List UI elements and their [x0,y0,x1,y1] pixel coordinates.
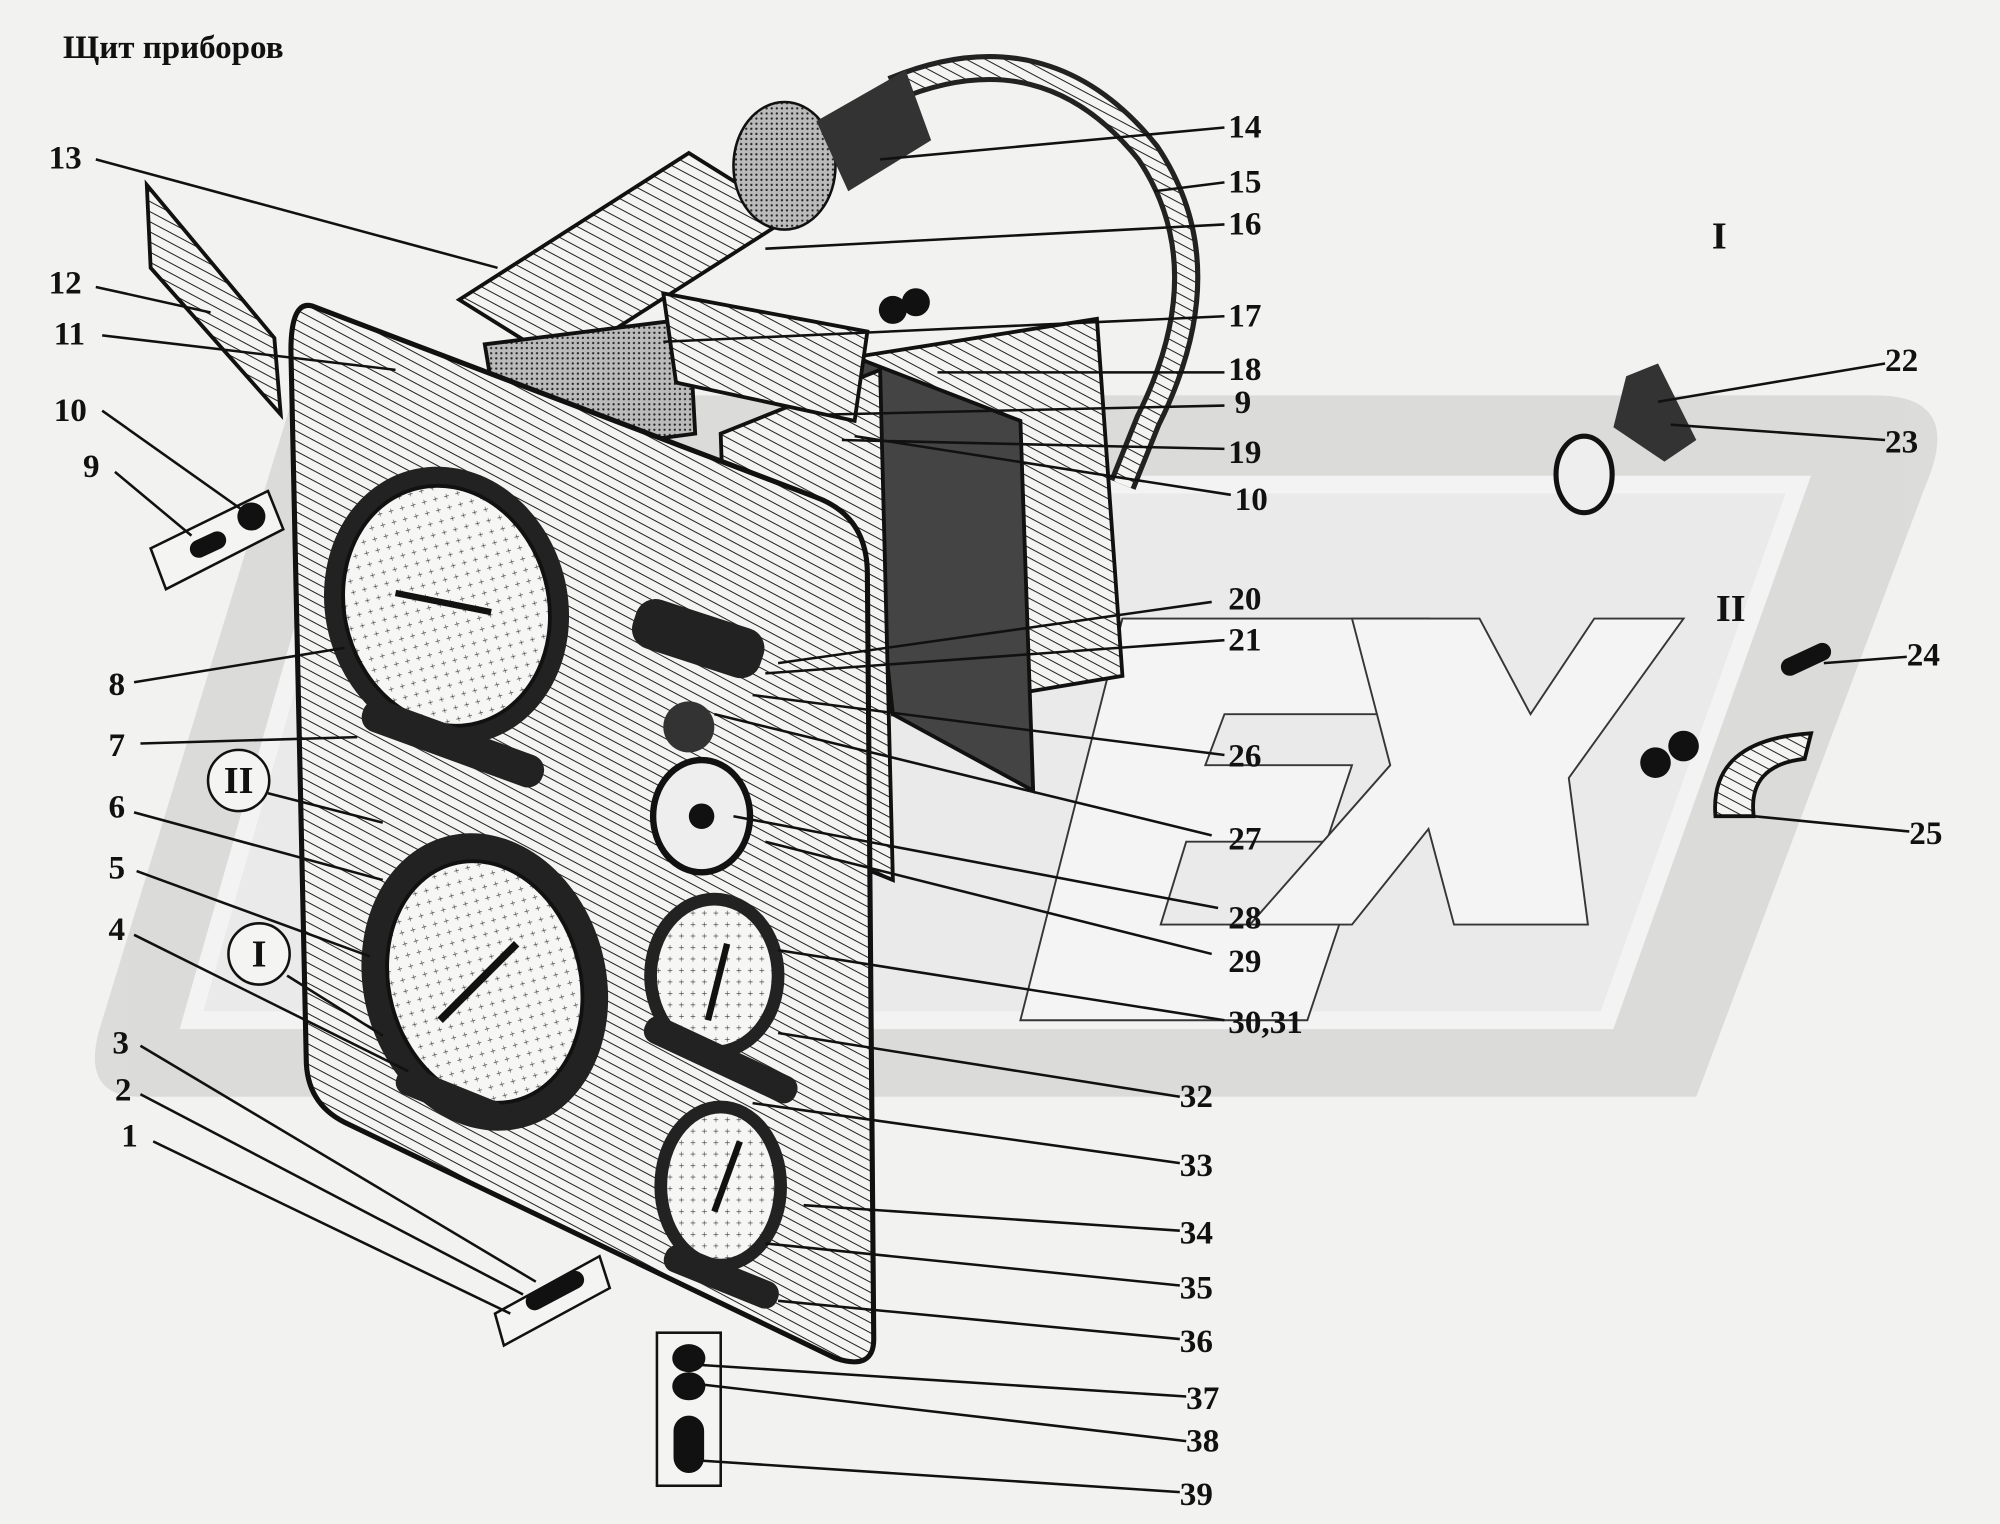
callout-32: 32 [1180,1078,1213,1115]
callout-18: 18 [1228,351,1261,388]
callout-27: 27 [1228,820,1261,857]
leader-line [95,285,211,314]
callout-19: 19 [1228,434,1261,471]
leader-line [880,126,1225,161]
leader-line [114,470,193,537]
leader-line [1670,423,1886,442]
leader-line [1657,362,1886,403]
callout-29: 29 [1228,943,1261,980]
callout-5: 5 [109,850,126,887]
leader-line [695,1363,1187,1398]
leader-line [1154,181,1225,193]
leader-line [765,840,1213,956]
callout-2: 2 [115,1072,132,1109]
leader-line [803,1203,1180,1232]
callout-25: 25 [1909,815,1942,852]
leader-line [854,434,1232,497]
leader-line [777,1031,1181,1099]
callout-16: 16 [1228,206,1261,243]
leader-line [752,1101,1180,1165]
callout-30-31: 30,31 [1228,1004,1303,1041]
view-marker-left-I: I [227,922,384,1037]
callout-10: 10 [1235,481,1268,518]
view-marker-left-II: II [206,748,384,824]
leader-line [133,646,345,684]
callout-9: 9 [83,448,100,485]
callout-7: 7 [109,727,126,764]
leader-line [841,438,1225,451]
bracket [144,179,284,421]
callout-34: 34 [1180,1214,1213,1251]
callout-17: 17 [1228,297,1261,334]
leader-line [777,1299,1180,1341]
callout-26: 26 [1228,737,1261,774]
leader-line [663,315,1225,344]
callout-6: 6 [109,788,126,825]
connector-assembly [455,70,932,462]
leader-line [752,693,1225,757]
callout-3: 3 [112,1024,129,1061]
callout-9: 9 [1235,384,1252,421]
diagram-title: Щит приборов [63,30,284,66]
leader-line [1823,655,1907,665]
switch [649,701,754,876]
leader-line [777,600,1212,665]
callout-33: 33 [1180,1147,1213,1184]
callout-8: 8 [109,666,126,703]
leader-line [695,1458,1180,1494]
leader-line [133,933,409,1073]
gauge-lower-right [644,892,785,1059]
svg-text:II: II [224,760,254,802]
callout-4: 4 [109,911,126,948]
callout-1: 1 [121,1118,138,1155]
callout-13: 13 [49,139,82,176]
callout-21: 21 [1228,621,1261,658]
indicator-strips [361,599,798,1309]
leader-line [714,712,1213,837]
callout-28: 28 [1228,899,1261,936]
callout-39: 39 [1180,1476,1213,1513]
svg-text:I: I [1712,216,1727,258]
gauge-upper [323,466,570,745]
callout-10: 10 [54,392,87,429]
leader-line [829,404,1225,416]
leader-line [101,409,244,512]
gauge-lower-left [361,833,609,1131]
leader-line [136,869,371,958]
view-marker-right-I: I [1712,216,1727,258]
callout-23: 23 [1885,424,1918,461]
callout-38: 38 [1186,1422,1219,1459]
view-marker-right-II: II [1716,588,1746,630]
callout-24: 24 [1907,637,1940,674]
callout-15: 15 [1228,164,1261,201]
callout-20: 20 [1228,581,1261,618]
leader-line [765,638,1225,675]
leader-line [1753,814,1910,833]
leader-line [152,1140,511,1315]
leader-line [777,948,1225,1022]
callout-36: 36 [1180,1323,1213,1360]
leader-line [95,158,498,270]
loose-parts [149,288,1832,1488]
callout-12: 12 [49,264,82,301]
svg-text:II: II [1716,588,1746,630]
svg-text:I: I [252,934,267,976]
callout-22: 22 [1885,342,1918,379]
callout-37: 37 [1186,1380,1219,1417]
leader-line [140,735,358,745]
leader-line [765,1242,1180,1287]
callout-14: 14 [1228,109,1261,146]
gauge-bottom [654,1100,788,1272]
leader-line [765,223,1225,250]
leader-line [133,811,384,882]
leader-line [695,1382,1187,1443]
leader-line [139,1093,524,1296]
leader-line [102,334,396,372]
callout-11: 11 [54,315,85,352]
leader-line [139,1044,537,1283]
leader-line [733,814,1219,910]
callout-35: 35 [1180,1269,1213,1306]
